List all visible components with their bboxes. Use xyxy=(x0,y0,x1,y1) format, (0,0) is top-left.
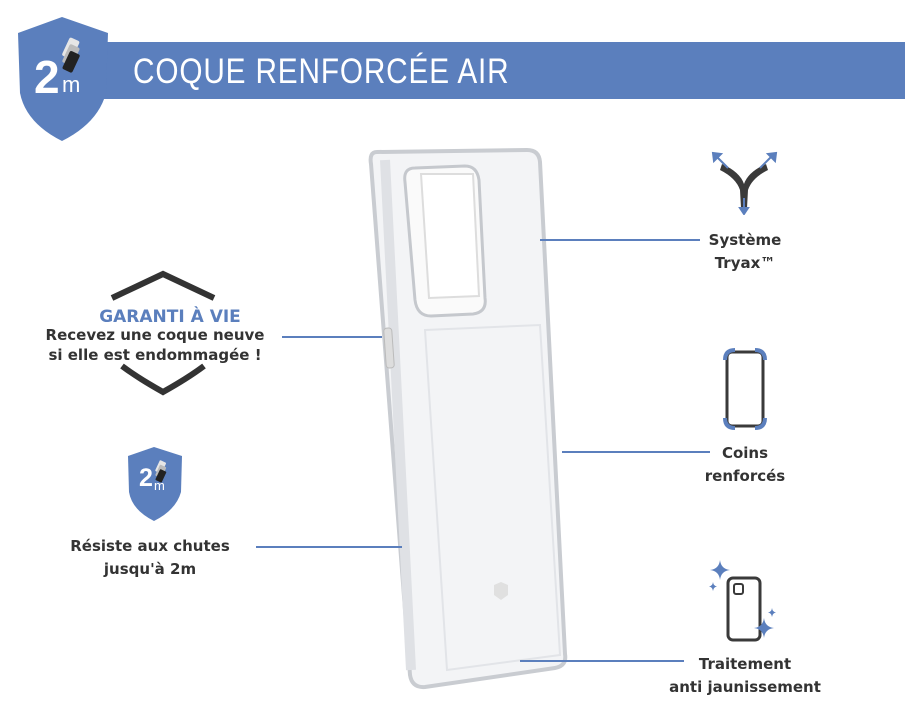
guarantee-title: GARANTI À VIE xyxy=(99,307,241,327)
drop-shield-icon xyxy=(18,17,108,141)
yellowing-line2: anti jaunissement xyxy=(669,678,821,696)
guarantee-line1: Recevez une coque neuve xyxy=(45,326,265,344)
tryax-line2: Tryax™ xyxy=(714,254,776,272)
yellowing-leader-line xyxy=(520,660,684,662)
guarantee-shield-icon xyxy=(110,270,216,396)
anti-yellowing-icon xyxy=(709,560,776,642)
corners-line1: Coins xyxy=(721,444,769,462)
drop-badge-number: 2 xyxy=(139,464,153,492)
tryax-line1: Système xyxy=(708,231,782,249)
drop-badge-unit: m xyxy=(154,478,165,493)
guarantee-leader-line xyxy=(282,336,382,338)
reinforced-corners-icon xyxy=(723,348,767,430)
corners-leader-line xyxy=(562,451,710,453)
badge-unit: m xyxy=(62,72,81,97)
drop-badge-icon xyxy=(128,447,182,521)
tryax-leader-line xyxy=(540,239,700,241)
yellowing-line1: Traitement xyxy=(698,655,792,673)
phone-case-image xyxy=(368,147,568,690)
guarantee-line2: si elle est endommagée ! xyxy=(48,346,262,364)
drop-leader-line xyxy=(256,546,402,548)
drop-line2: jusqu'à 2m xyxy=(103,560,197,578)
badge-number: 2 xyxy=(34,51,60,103)
corners-line2: renforcés xyxy=(704,467,786,485)
page-title: COQUE RENFORCÉE AIR xyxy=(133,52,510,91)
drop-line1: Résiste aux chutes xyxy=(70,537,230,555)
header-banner xyxy=(100,42,905,99)
tryax-icon xyxy=(711,151,778,215)
